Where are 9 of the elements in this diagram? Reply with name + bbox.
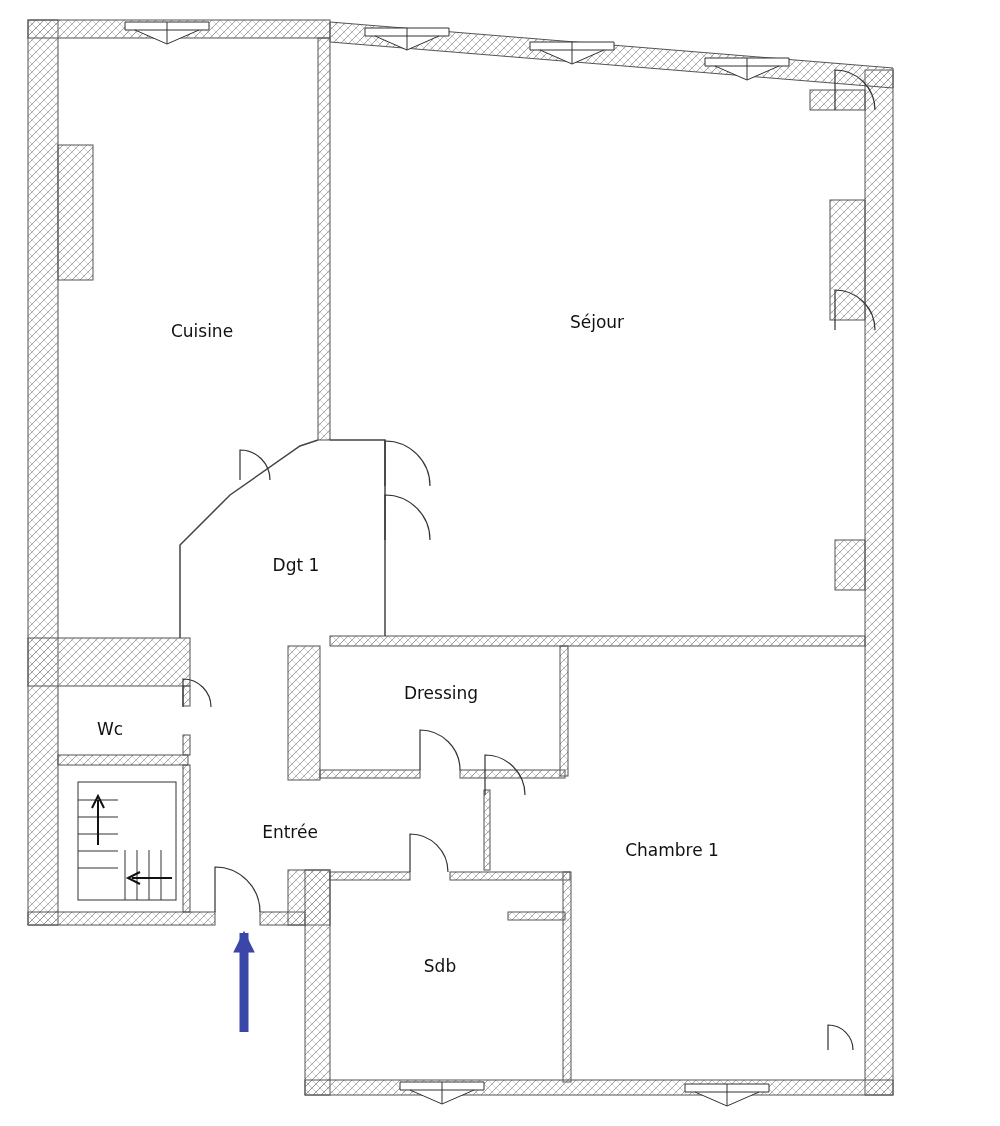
room-name: Sdb <box>423 956 457 976</box>
room-name: Wc <box>96 719 124 739</box>
room-name: Séjour <box>569 312 625 332</box>
room-name: Chambre 1 <box>625 840 719 860</box>
entrance-arrow <box>233 930 255 1032</box>
room-name: Dgt 1 <box>272 555 320 575</box>
room-name: Dressing <box>403 683 479 703</box>
room-name: Entrée <box>262 822 318 842</box>
room-name: Cuisine <box>170 321 234 341</box>
